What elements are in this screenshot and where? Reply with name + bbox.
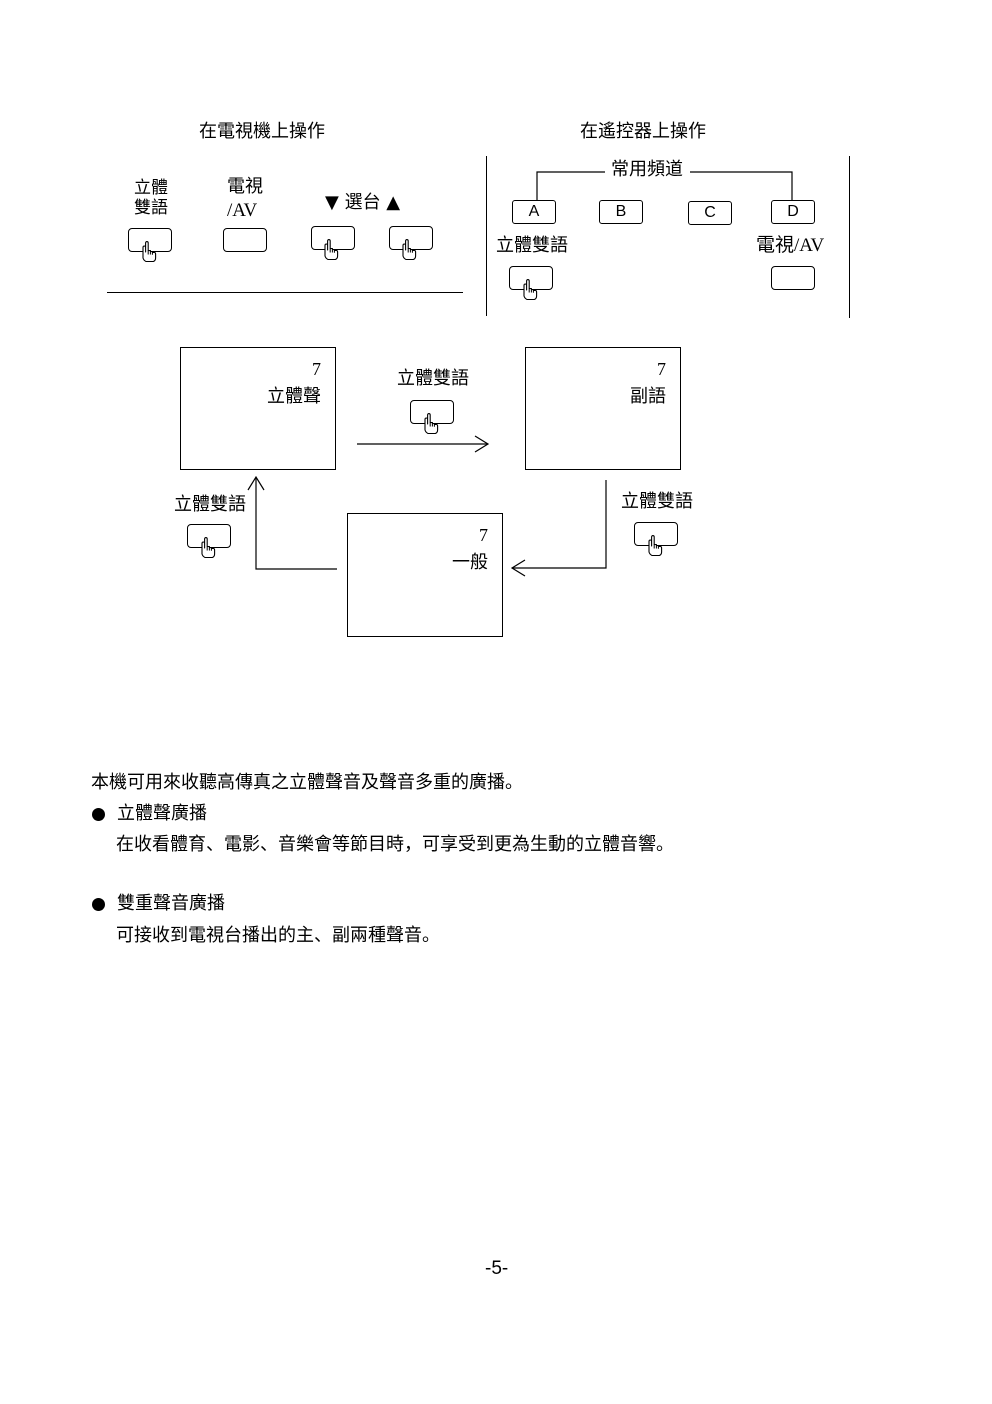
intro-paragraph: 本機可用來收聽高傳真之立體聲音及聲音多重的廣播。	[91, 772, 523, 793]
hand-icon-tv-ch-down	[324, 239, 339, 261]
remote-av-button[interactable]	[771, 266, 815, 290]
page-number: -5-	[485, 1258, 509, 1279]
tv-channel-up-button[interactable]	[389, 226, 433, 250]
common-channels-label: 常用頻道	[609, 159, 685, 181]
screen-stereo: 7 立體聲	[180, 347, 336, 470]
remote-stereo-label: 立體雙語	[496, 235, 568, 256]
bullet-icon	[92, 898, 105, 911]
screen-sub-mode: 副語	[630, 386, 666, 407]
remote-key-b[interactable]: B	[599, 200, 643, 224]
remote-key-a[interactable]: A	[512, 200, 556, 224]
tv-stereo-label-line2: 雙語	[134, 198, 168, 218]
flow-button-label-right: 立體雙語	[621, 491, 693, 512]
screen-sub-channel: 7	[657, 359, 666, 379]
flow-stereo-button-top[interactable]	[410, 400, 454, 424]
screen-normal-mode: 一般	[452, 552, 488, 573]
section2-text: 可接收到電視台播出的主、副兩種聲音。	[116, 925, 440, 946]
section1-text: 在收看體育、電影、音樂會等節目時，可享受到更為生動的立體音響。	[116, 834, 674, 855]
hand-icon-remote-stereo	[523, 279, 538, 301]
screen-stereo-mode: 立體聲	[267, 386, 321, 407]
screen-normal-channel: 7	[479, 525, 488, 545]
tv-av-button[interactable]	[223, 228, 267, 252]
remote-key-c[interactable]: C	[688, 201, 732, 225]
tv-stereo-label-line1: 立體	[134, 178, 168, 198]
remote-av-label: 電視/AV	[756, 235, 825, 256]
tv-channel-label: ▼ 選台 ▲	[325, 192, 401, 213]
remote-panel-left-border	[486, 156, 487, 316]
tv-av-label-line2: /AV	[227, 200, 258, 221]
hand-icon-tv-stereo	[142, 241, 157, 263]
flow-button-label-left: 立體雙語	[174, 494, 246, 515]
hand-icon-flow-left	[201, 537, 216, 559]
tv-panel-header: 在電視機上操作	[199, 121, 325, 142]
hand-icon-tv-ch-up	[402, 239, 417, 261]
section1-title: 立體聲廣播	[117, 803, 207, 824]
screen-stereo-channel: 7	[312, 359, 321, 379]
screen-sub: 7 副語	[525, 347, 681, 470]
tv-av-label-line1: 電視	[227, 176, 263, 197]
hand-icon-flow-top	[424, 413, 439, 435]
remote-panel-right-border	[849, 156, 850, 318]
remote-key-d[interactable]: D	[771, 200, 815, 224]
tv-channel-down-button[interactable]	[311, 226, 355, 250]
flow-button-label-top: 立體雙語	[397, 368, 469, 389]
tv-panel-divider	[107, 292, 463, 293]
bullet-icon	[92, 808, 105, 821]
section2-title: 雙重聲音廣播	[117, 893, 225, 914]
screen-normal: 7 一般	[347, 513, 503, 637]
remote-panel-header: 在遙控器上操作	[580, 121, 706, 142]
hand-icon-flow-right	[648, 535, 663, 557]
